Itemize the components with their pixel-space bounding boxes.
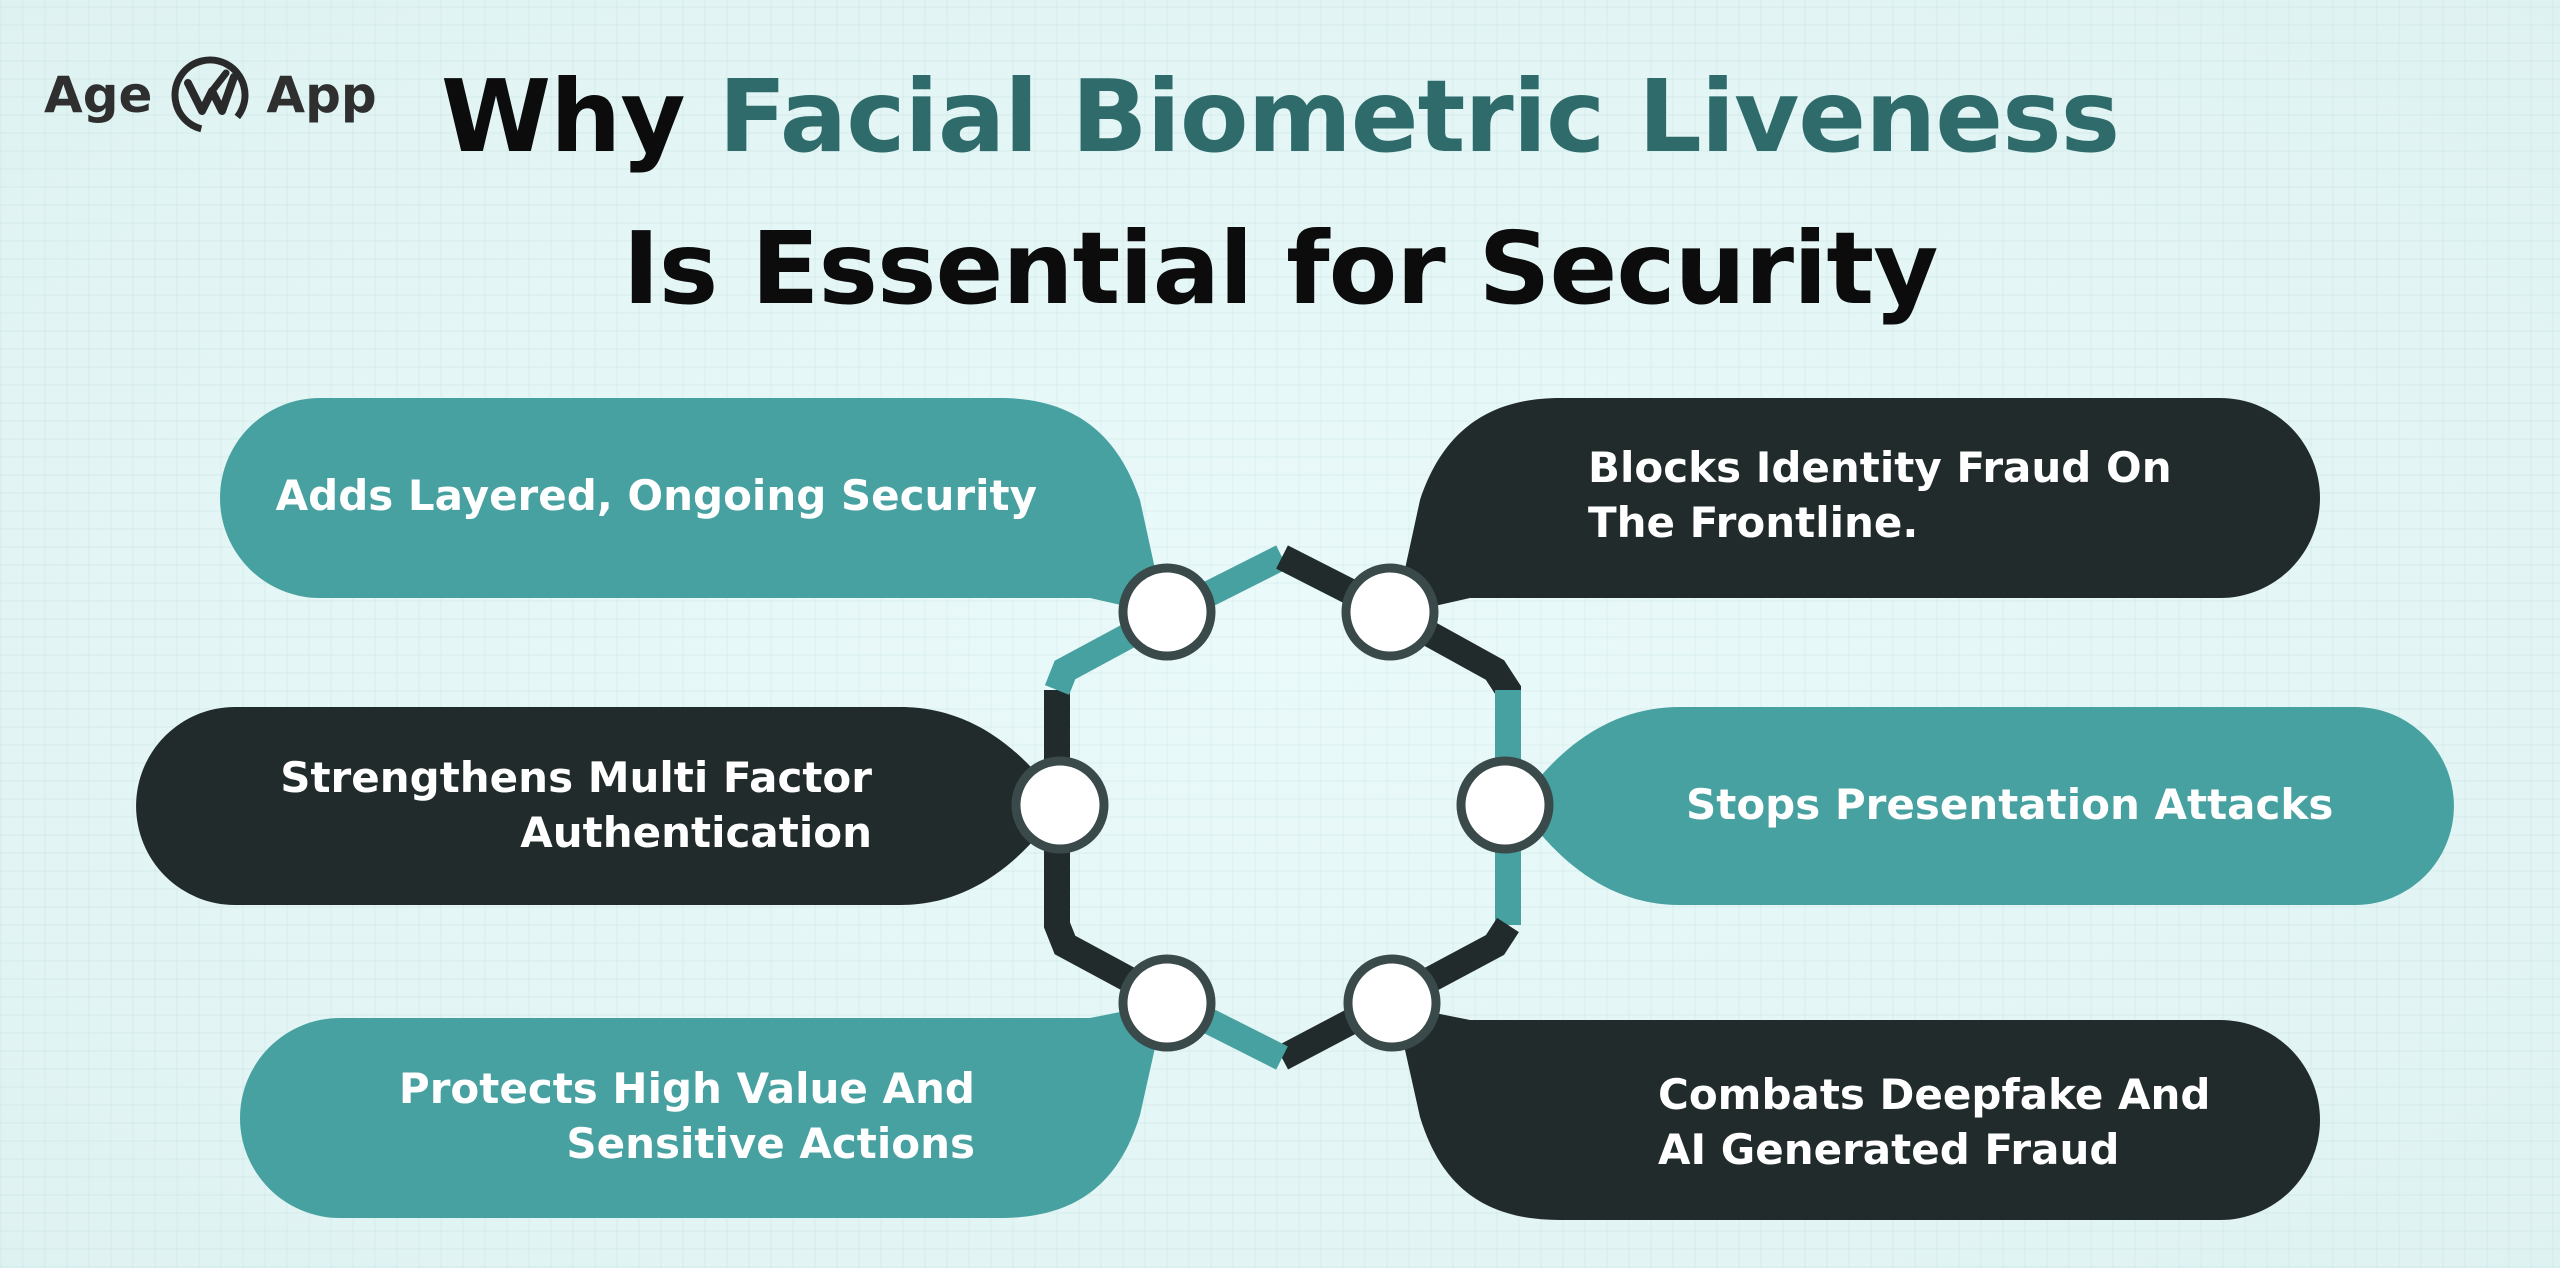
bubble-protects-high-value — [240, 1003, 1165, 1218]
node-circle-bottom-left — [1118, 954, 1216, 1052]
benefit-label-strengthens-mfa: Strengthens Multi Factor Authentication — [280, 750, 872, 860]
node-circle-top-left — [1118, 563, 1216, 661]
check-circle-logo-icon — [171, 56, 249, 134]
node-circle-top-right — [1341, 563, 1439, 661]
page-title-line-1: Why Facial Biometric Liveness — [0, 58, 2560, 175]
benefit-label-stops-presentation-attacks: Stops Presentation Attacks — [1686, 777, 2333, 832]
bubble-stops-presentation-attacks — [1518, 707, 2454, 905]
bubble-blocks-identity-fraud — [1395, 398, 2320, 615]
benefit-line: The Frontline. — [1588, 498, 1919, 547]
benefit-line: Strengthens Multi Factor — [280, 753, 872, 802]
bubble-strengthens-mfa — [136, 707, 1062, 905]
hexagon-nodes — [1011, 563, 1554, 1052]
node-circle-middle-right — [1456, 756, 1554, 854]
bubble-combats-deepfake — [1395, 1005, 2320, 1220]
benefit-label-protects-high-value: Protects High Value And Sensitive Action… — [399, 1061, 975, 1171]
title-accent-text: Facial Biometric Liveness — [718, 58, 2120, 175]
benefit-line: Blocks Identity Fraud On — [1588, 443, 2172, 492]
benefit-label-adds-layered-security: Adds Layered, Ongoing Security — [276, 468, 1037, 523]
benefit-line: Adds Layered, Ongoing Security — [275, 471, 1037, 520]
bubble-adds-layered-security — [220, 398, 1165, 615]
page-title-line-2: Is Essential for Security — [622, 210, 1939, 327]
node-circle-middle-left — [1011, 756, 1109, 854]
benefit-label-combats-deepfake: Combats Deepfake And AI Generated Fraud — [1658, 1067, 2210, 1177]
benefit-line: AI Generated Fraud — [1658, 1125, 2120, 1174]
title-plain-text: Why — [440, 58, 719, 175]
benefit-line: Sensitive Actions — [566, 1119, 975, 1168]
benefit-line: Stops Presentation Attacks — [1686, 780, 2334, 829]
benefit-label-blocks-identity-fraud: Blocks Identity Fraud On The Frontline. — [1588, 440, 2172, 550]
node-circle-bottom-right — [1343, 954, 1441, 1052]
brand-name-left: Age — [44, 66, 153, 124]
benefit-line: Authentication — [520, 808, 872, 857]
benefit-line: Combats Deepfake And — [1658, 1070, 2211, 1119]
benefit-line: Protects High Value And — [398, 1064, 975, 1113]
brand-name-right: App — [266, 66, 377, 124]
brand-logo: Age App — [44, 50, 377, 140]
